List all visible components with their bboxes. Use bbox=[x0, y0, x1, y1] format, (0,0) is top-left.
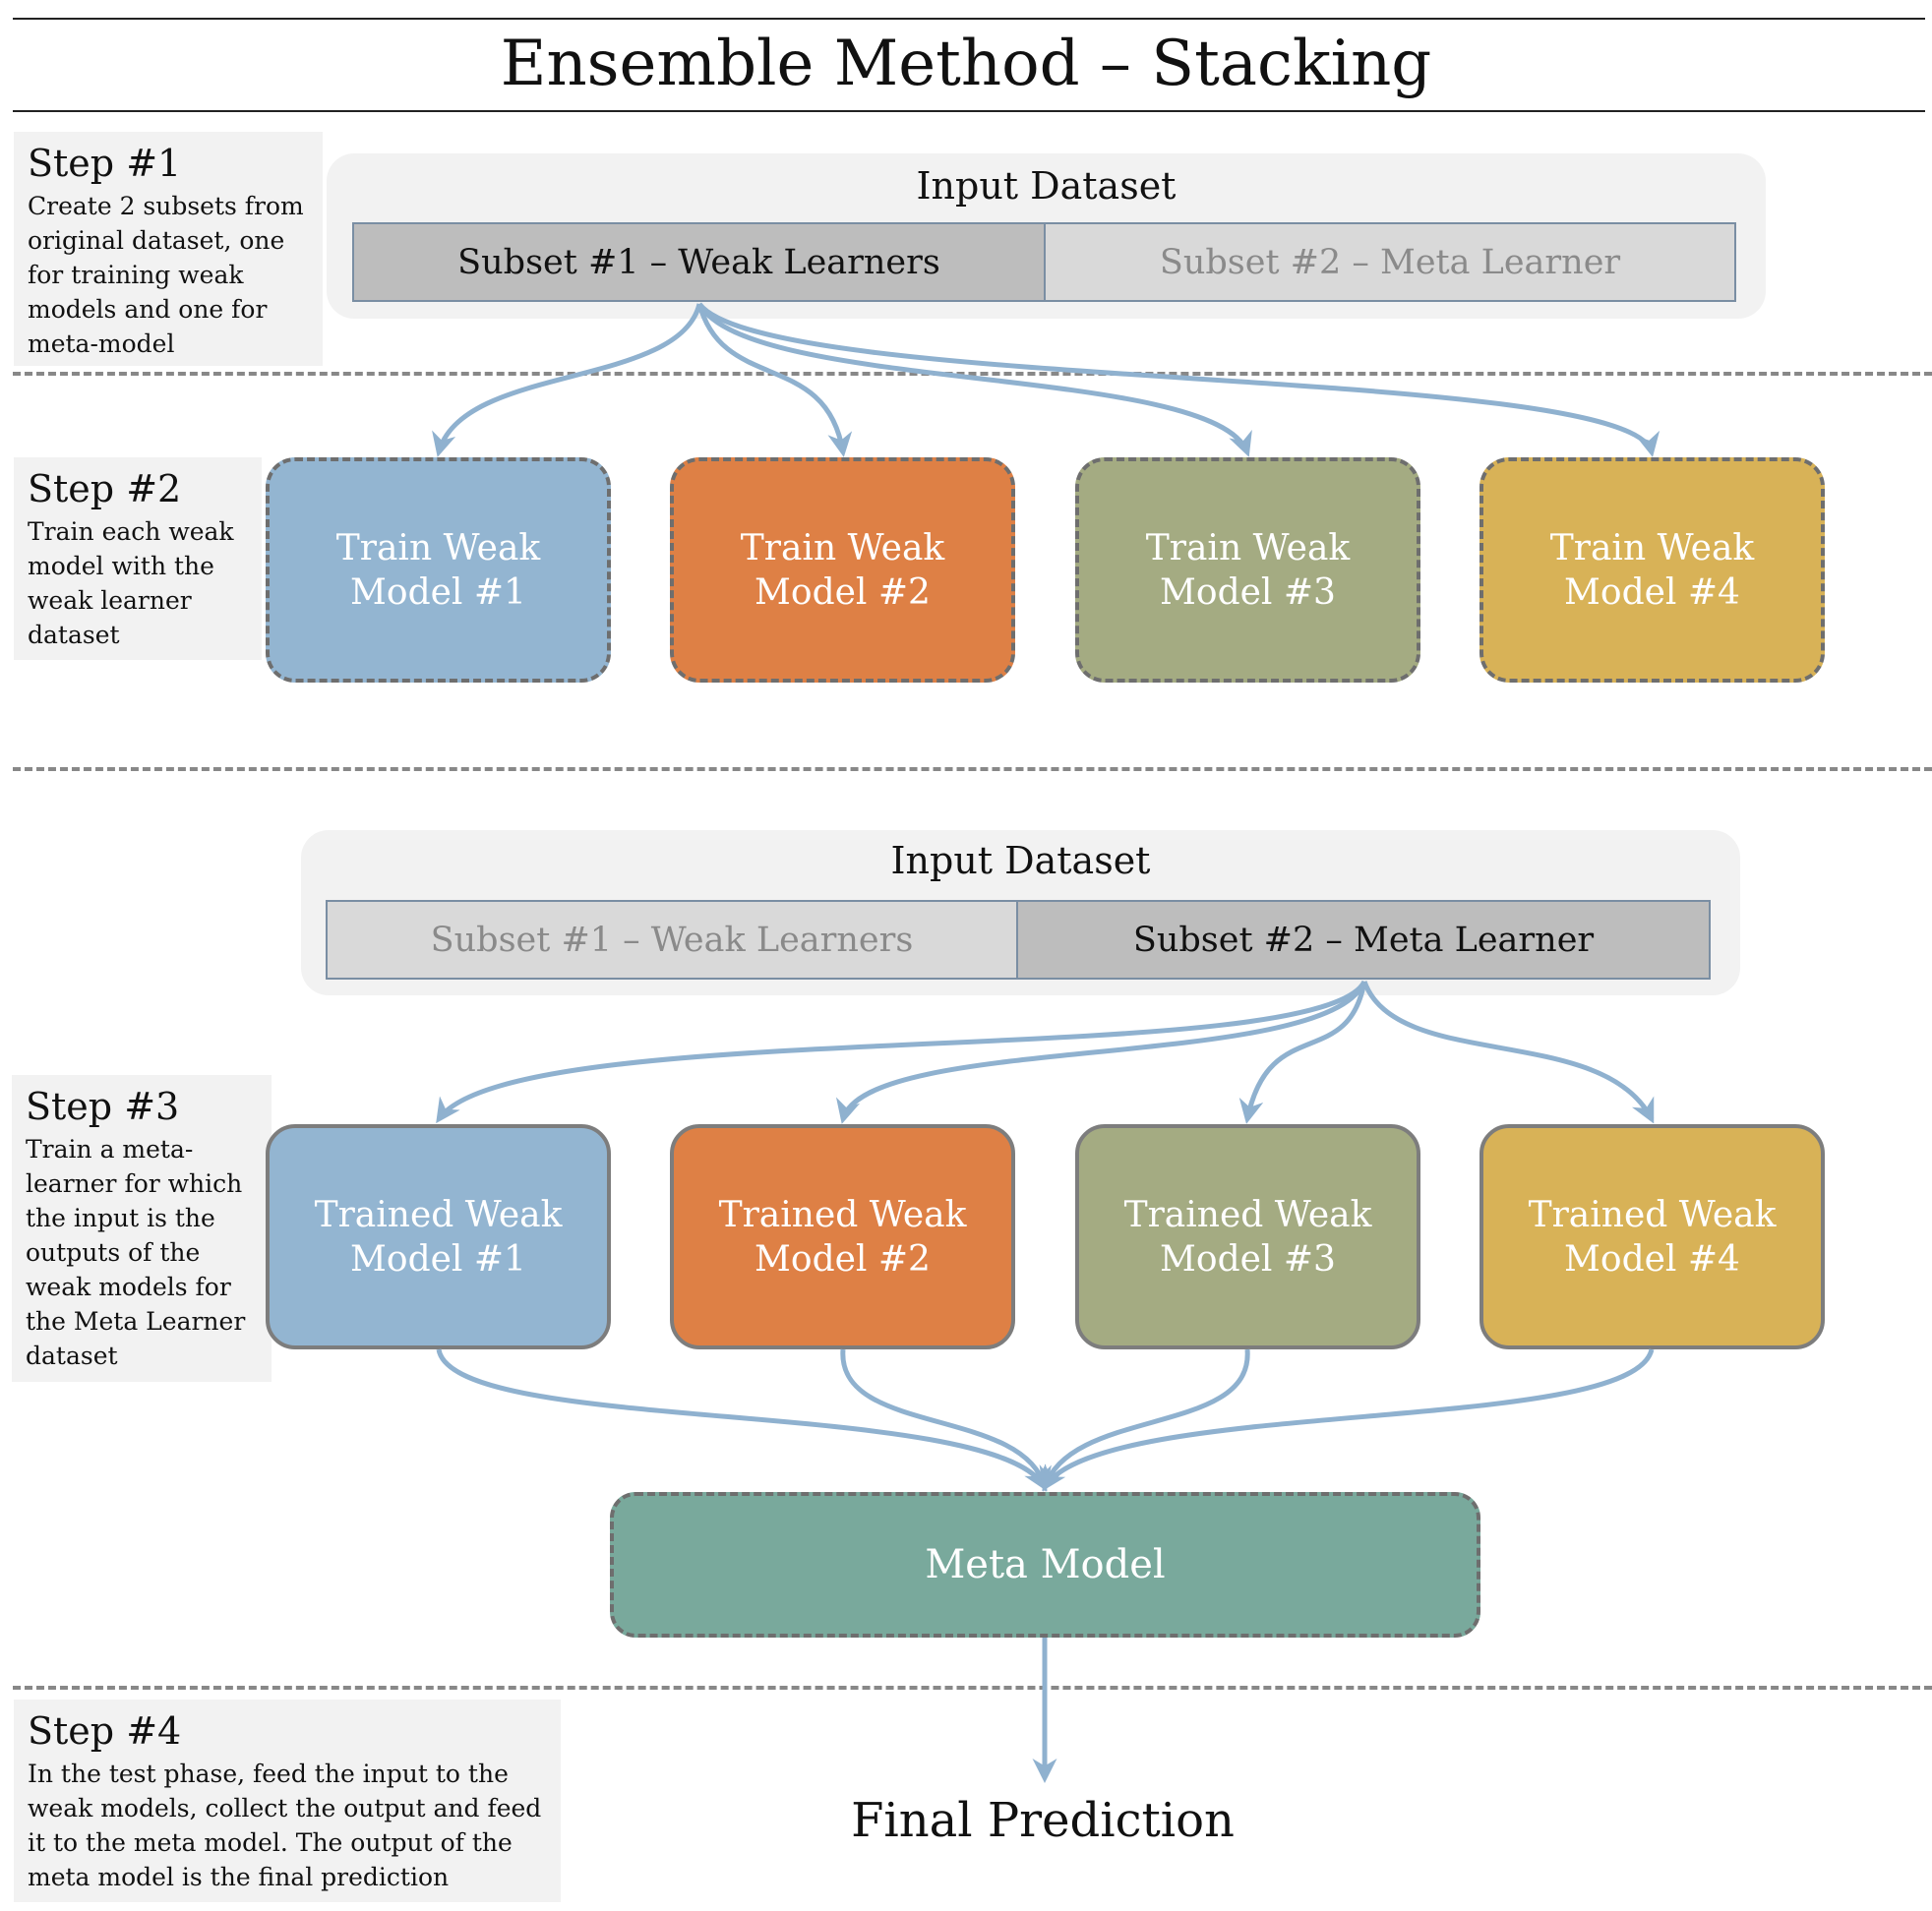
step-3-text: Train a meta-learner for which the input… bbox=[26, 1135, 246, 1370]
title-top-rule bbox=[13, 18, 1925, 20]
subset-2-meta-learner-top: Subset #2 – Meta Learner bbox=[1044, 222, 1736, 302]
title-bottom-rule bbox=[13, 110, 1925, 112]
step-3-heading: Step #3 bbox=[26, 1085, 180, 1128]
arrow-trained-1-to-meta bbox=[436, 1348, 1048, 1492]
arrow-trained-2-to-meta bbox=[840, 1348, 1052, 1492]
trained-weak-model-2: Trained Weak Model #2 bbox=[670, 1124, 1015, 1349]
step-4-text: In the test phase, feed the input to the… bbox=[28, 1760, 542, 1891]
trained-weak-model-3: Trained Weak Model #3 bbox=[1075, 1124, 1420, 1349]
step-2-text: Train each weak model with the weak lear… bbox=[28, 517, 234, 649]
trained-weak-model-4: Trained Weak Model #4 bbox=[1479, 1124, 1825, 1349]
divider-3 bbox=[13, 1686, 1932, 1690]
subset-2-meta-learner-bottom: Subset #2 – Meta Learner bbox=[1016, 900, 1711, 980]
subset-1-weak-learners-top: Subset #1 – Weak Learners bbox=[352, 222, 1046, 302]
step-1-text: Create 2 subsets from original dataset, … bbox=[28, 192, 304, 358]
arrow-subset2-to-trained-4 bbox=[1361, 981, 1655, 1124]
step-1-panel: Step #1 Create 2 subsets from original d… bbox=[14, 132, 323, 366]
trained-weak-model-1: Trained Weak Model #1 bbox=[266, 1124, 611, 1349]
arrow-trained-4-to-meta bbox=[1042, 1348, 1655, 1492]
subset-1-weak-learners-bottom: Subset #1 – Weak Learners bbox=[326, 900, 1018, 980]
arrow-subset2-to-trained-3 bbox=[1238, 981, 1367, 1124]
step-2-panel: Step #2 Train each weak model with the w… bbox=[14, 457, 262, 660]
step-2-heading: Step #2 bbox=[28, 467, 182, 510]
arrow-subset2-to-trained-1 bbox=[436, 980, 1367, 1124]
train-weak-model-2: Train Weak Model #2 bbox=[670, 457, 1015, 683]
train-weak-model-3: Train Weak Model #3 bbox=[1075, 457, 1420, 683]
step-4-heading: Step #4 bbox=[28, 1709, 182, 1753]
step-4-panel: Step #4 In the test phase, feed the inpu… bbox=[14, 1700, 561, 1902]
arrow-subset1-to-train-3 bbox=[696, 302, 1252, 457]
arrow-subset1-to-train-1 bbox=[432, 303, 702, 457]
step-1-heading: Step #1 bbox=[28, 142, 182, 185]
input-dataset-bottom-title: Input Dataset bbox=[890, 839, 1151, 882]
arrow-trained-3-to-meta bbox=[1039, 1348, 1250, 1492]
meta-model: Meta Model bbox=[610, 1492, 1480, 1638]
divider-2 bbox=[13, 767, 1932, 771]
final-prediction: Final Prediction bbox=[851, 1793, 1235, 1848]
train-weak-model-4: Train Weak Model #4 bbox=[1479, 457, 1825, 683]
input-dataset-top-title: Input Dataset bbox=[916, 164, 1177, 208]
arrow-subset2-to-trained-2 bbox=[836, 980, 1367, 1124]
divider-1 bbox=[13, 372, 1932, 376]
train-weak-model-1: Train Weak Model #1 bbox=[266, 457, 611, 683]
arrow-subset1-to-train-2 bbox=[696, 303, 853, 457]
page-title: Ensemble Method – Stacking bbox=[500, 28, 1432, 100]
step-3-panel: Step #3 Train a meta-learner for which t… bbox=[12, 1075, 272, 1382]
arrow-subset1-to-train-4 bbox=[697, 302, 1660, 457]
